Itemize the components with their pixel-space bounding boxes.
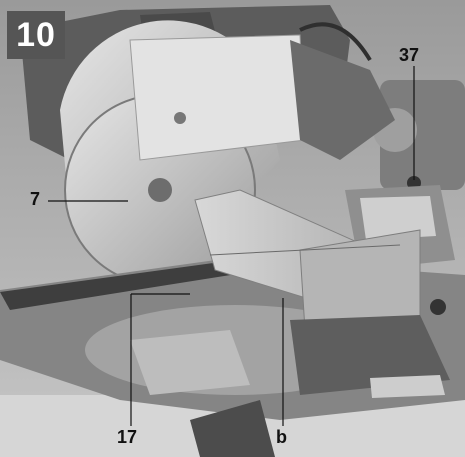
clamp-block — [290, 315, 450, 395]
cable — [299, 22, 372, 62]
miter-scale — [130, 330, 250, 395]
blade-hub — [148, 178, 172, 202]
callout-label-7: 7 — [30, 189, 41, 209]
guard-screw — [174, 112, 186, 124]
bevel-scale — [360, 196, 436, 240]
scale-marks — [209, 244, 401, 256]
guard-housing — [129, 34, 306, 161]
laser-module — [290, 40, 395, 160]
clamp-label — [370, 375, 445, 398]
callout-label-b: b — [276, 427, 287, 447]
callout-label-37: 37 — [399, 45, 420, 65]
clamp-knob — [430, 299, 446, 315]
callout-label-17: 17 — [117, 427, 138, 447]
front-grip — [190, 400, 275, 457]
figure-number-badge: 10 — [7, 11, 65, 59]
slide-cylinder — [380, 80, 465, 190]
extension-rail — [0, 258, 262, 310]
